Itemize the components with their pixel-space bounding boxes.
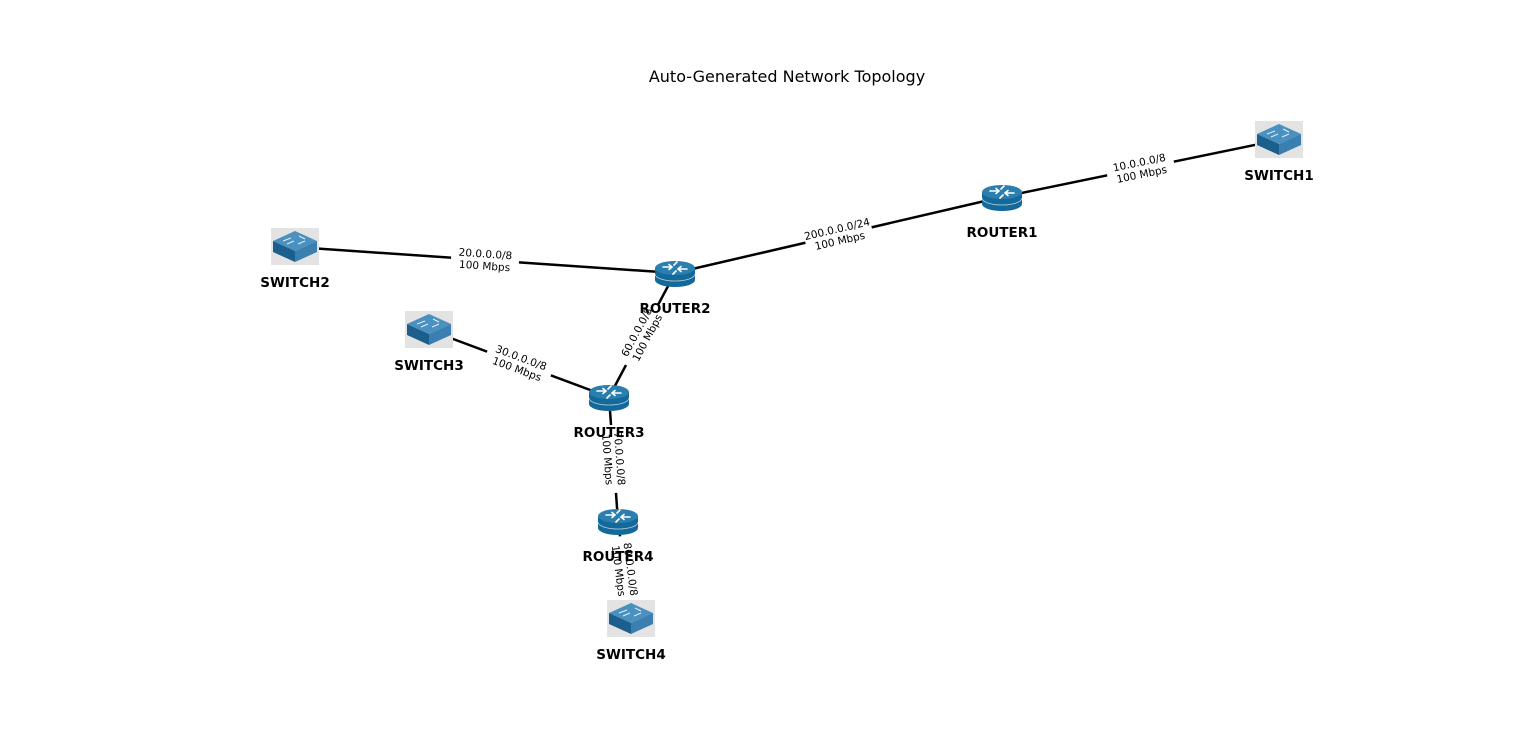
node-switch1[interactable]: SWITCH1 [1244,121,1314,184]
node-label: SWITCH2 [260,275,329,291]
router-icon [654,261,696,287]
switch-icon [405,311,453,348]
link-label-background [598,424,630,494]
link-label-background [613,298,670,372]
link-label-background [802,213,875,256]
node-label: ROUTER2 [639,301,710,317]
node-router1[interactable]: ROUTER1 [966,185,1038,241]
router-icon [597,509,639,535]
switch-icon [1255,121,1303,158]
switch-icon [607,600,655,637]
link-label-background [450,243,520,276]
node-label: ROUTER1 [966,225,1037,241]
link-label-background [607,534,643,606]
node-label: SWITCH3 [394,358,463,374]
link-label-background [482,338,556,388]
links-layer [294,138,1280,620]
node-router2[interactable]: ROUTER2 [639,261,711,317]
link-bandwidth-label: 100 Mbps [459,259,511,274]
node-label: ROUTER3 [573,425,644,441]
node-label: ROUTER4 [582,549,653,565]
link-network-label: 70.0.0.0/8 [611,431,627,485]
link-bandwidth-label: 100 Mbps [599,433,615,485]
router-icon [588,385,630,411]
node-switch4[interactable]: SWITCH4 [596,600,666,663]
node-router3[interactable]: ROUTER3 [573,385,645,441]
nodes-layer: SWITCH1ROUTER1SWITCH2ROUTER2SWITCH3ROUTE… [260,121,1314,663]
node-switch2[interactable]: SWITCH2 [260,228,330,291]
diagram-title: Auto-Generated Network Topology [649,67,925,86]
router-icon [981,185,1023,211]
link-network-label: 20.0.0.0/8 [458,247,512,263]
link-label-background [1104,147,1177,189]
node-router4[interactable]: ROUTER4 [582,509,654,565]
node-switch3[interactable]: SWITCH3 [394,311,464,374]
switch-icon [271,228,319,265]
node-label: SWITCH1 [1244,168,1313,184]
node-label: SWITCH4 [596,647,665,663]
